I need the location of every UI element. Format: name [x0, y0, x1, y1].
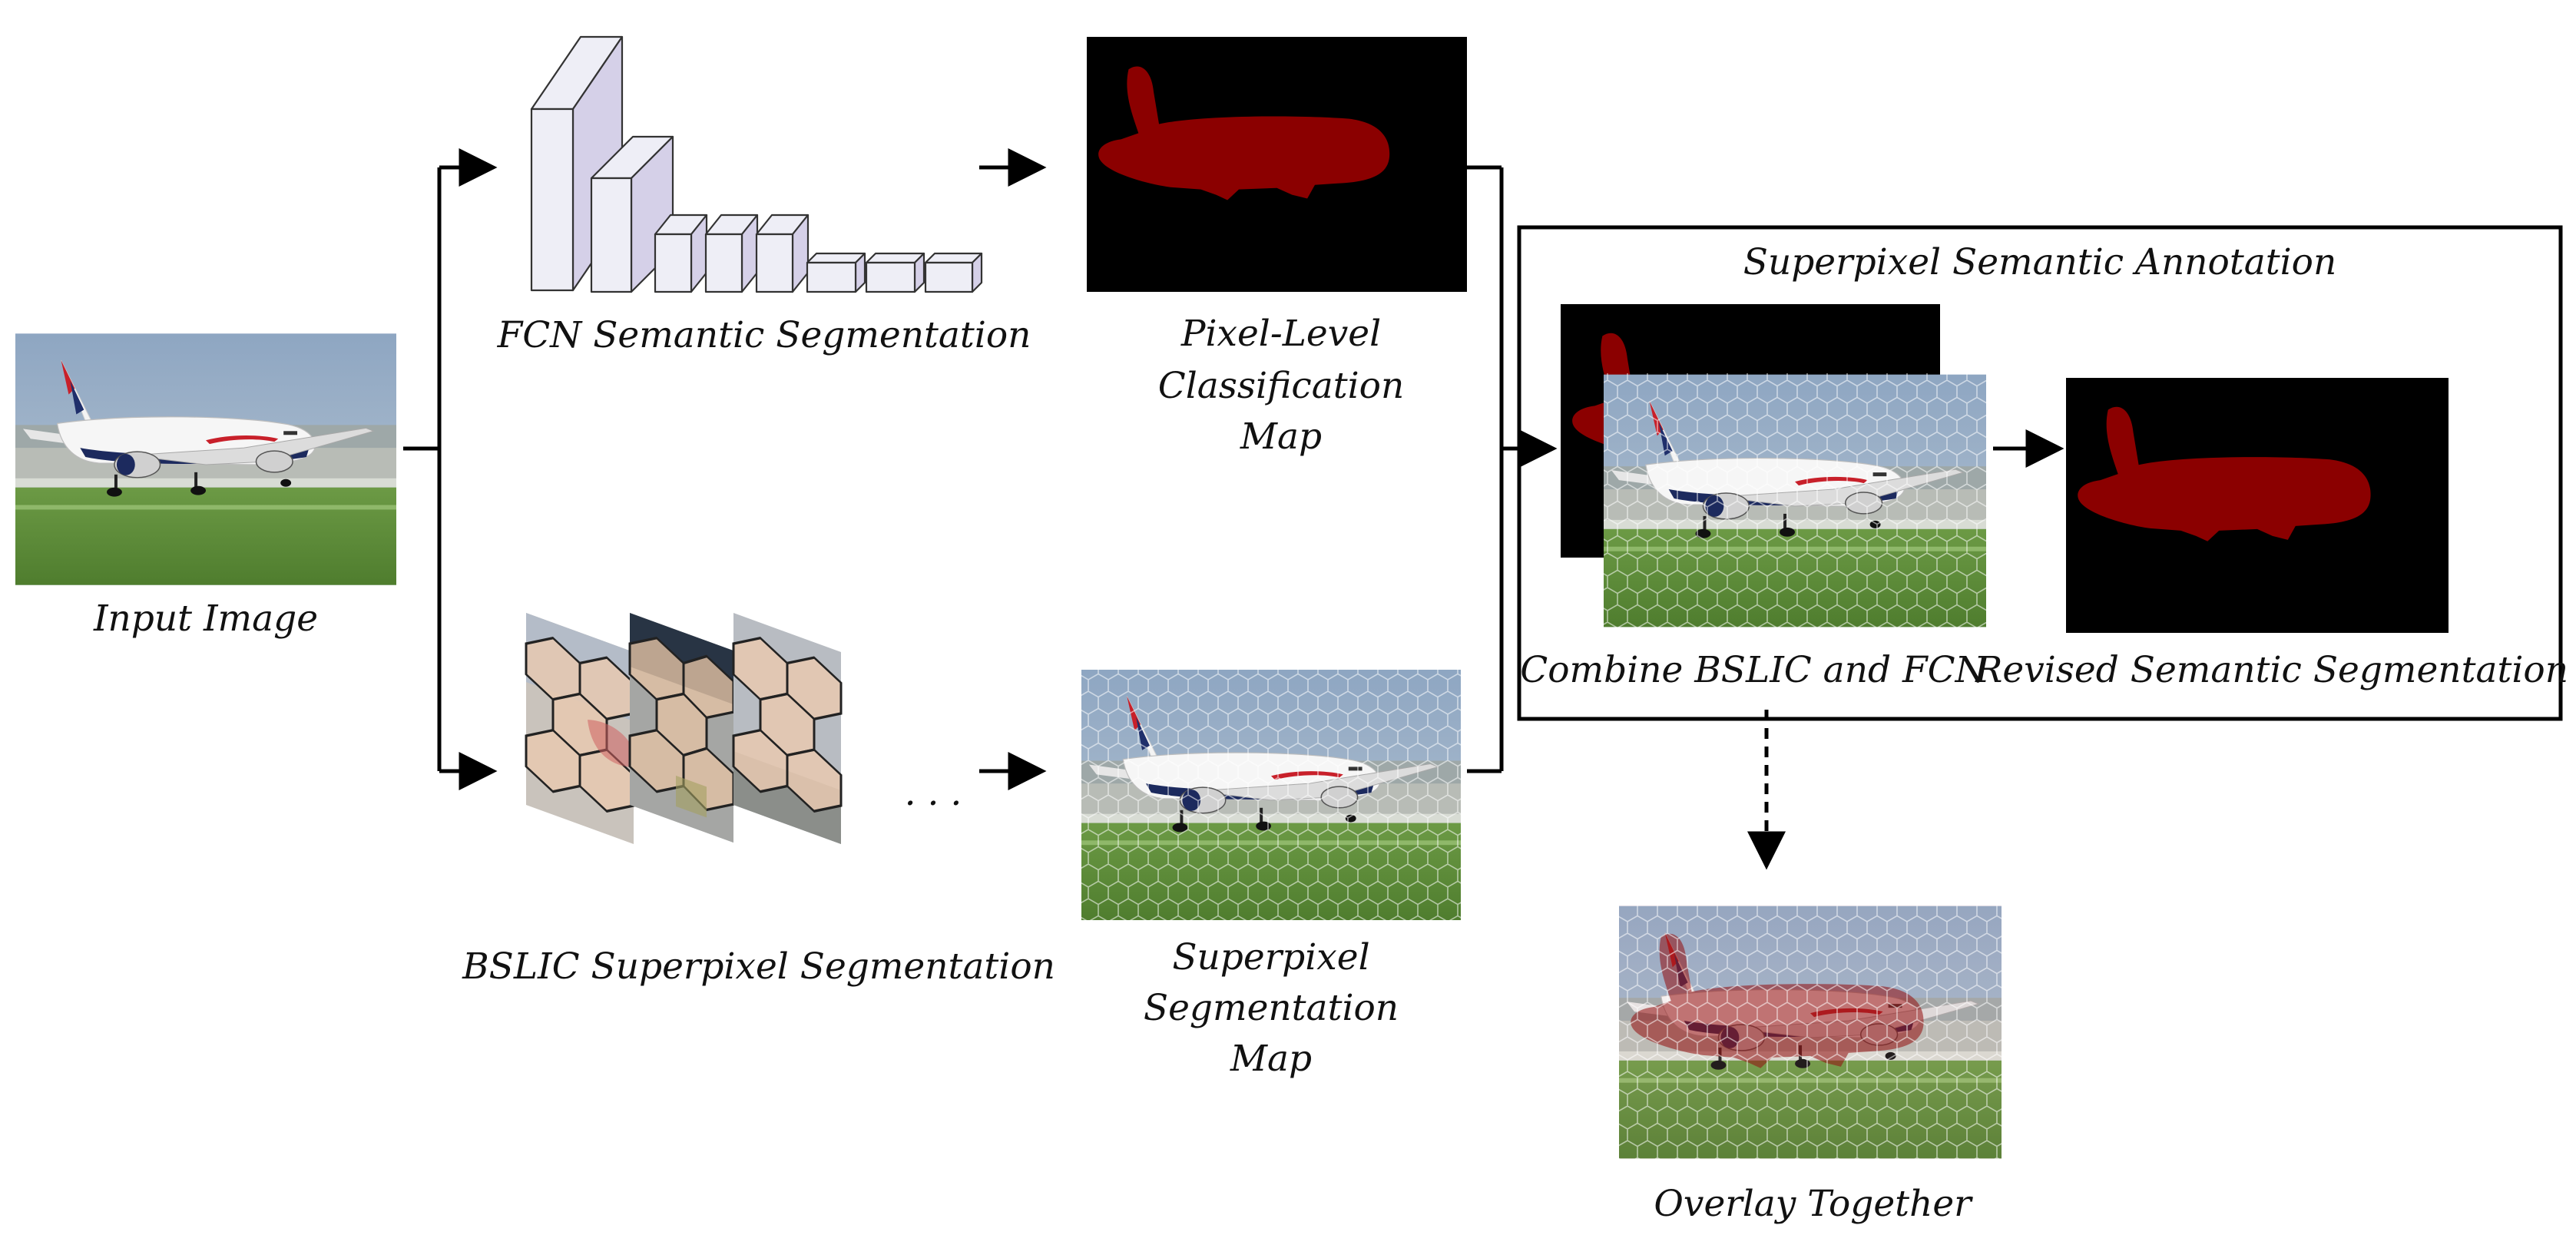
input-image-label: Input Image [93, 598, 318, 640]
fcn-label: FCN Semantic Segmentation [497, 314, 1031, 356]
split-connector [403, 148, 498, 790]
combined-images [1561, 304, 1986, 628]
revised-segmentation [2066, 378, 2449, 633]
combine-label: Combine BSLIC and FCN [1520, 649, 1988, 691]
ellipsis: . . . [905, 772, 962, 814]
bslic-label: BSLIC Superpixel Segmentation [462, 945, 1055, 988]
superpixel-map-label-3: Map [1230, 1038, 1312, 1080]
superpixel-map-label-1: Superpixel [1172, 936, 1369, 978]
pixel-map-label-2: Classification [1158, 365, 1404, 407]
annotation-box [1517, 225, 2563, 721]
bslic-superpixel-icon [525, 613, 843, 844]
pixel-map-label-3: Map [1240, 416, 1322, 458]
annotation-box-title: Superpixel Semantic Annotation [1743, 241, 2336, 283]
pixel-level-map [1087, 37, 1467, 292]
pixel-map-label-1: Pixel-Level [1180, 313, 1381, 355]
overlay-image [1619, 905, 2002, 1160]
input-image [15, 333, 396, 586]
superpixel-map [1081, 668, 1461, 922]
superpixel-map-label-2: Segmentation [1144, 987, 1399, 1029]
overlay-label: Overlay Together [1654, 1183, 1973, 1225]
merge-connector [1467, 165, 1558, 773]
fcn-network-icon [530, 35, 983, 293]
revised-label: Revised Semantic Segmentation [1975, 649, 2568, 691]
